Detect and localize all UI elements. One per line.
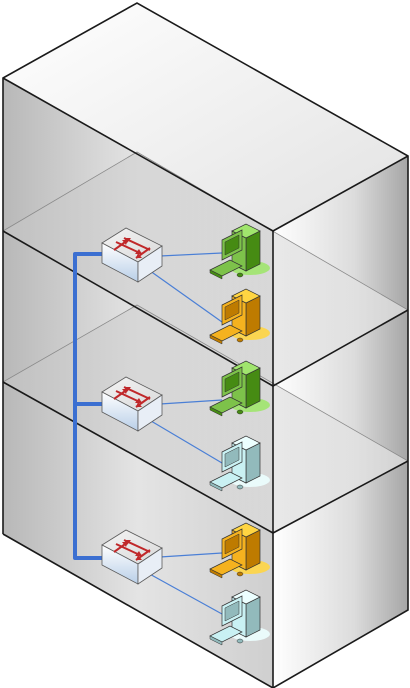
link-lines <box>145 252 223 615</box>
workstations <box>209 223 270 646</box>
building-roof <box>3 3 408 231</box>
backbone-cable <box>73 252 104 560</box>
workstation-icon <box>209 223 270 280</box>
workstation-icon <box>209 360 270 417</box>
network-switch-icon <box>101 376 163 432</box>
workstation-icon <box>209 522 270 579</box>
workstation-icon <box>209 435 270 492</box>
workstation-icon <box>209 589 270 646</box>
network-switch-icon <box>101 529 163 585</box>
network-switch-icon <box>101 227 163 283</box>
workstation-icon <box>209 288 270 345</box>
